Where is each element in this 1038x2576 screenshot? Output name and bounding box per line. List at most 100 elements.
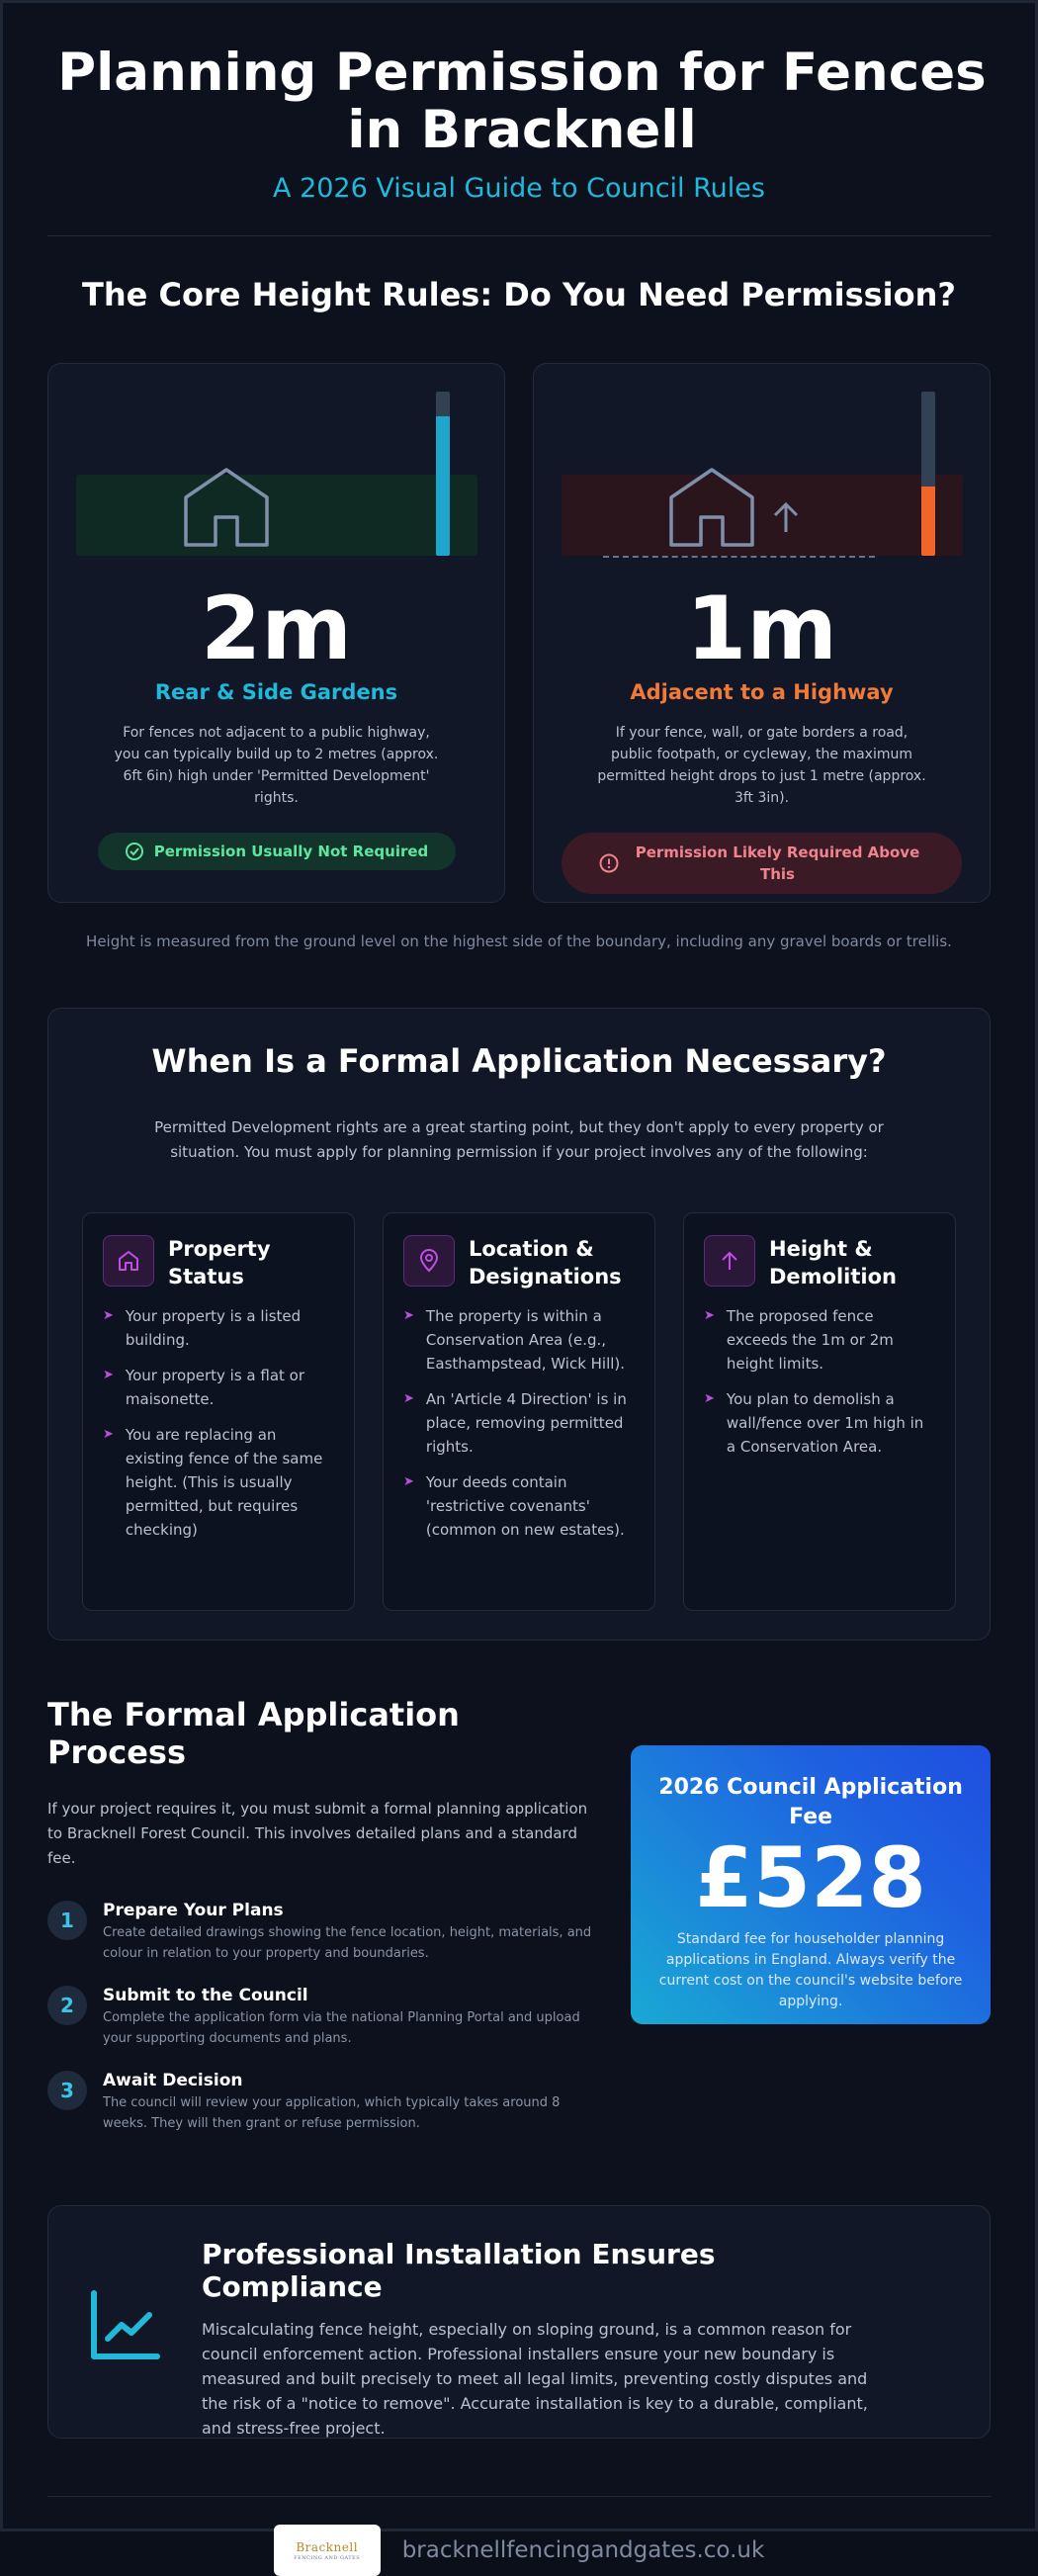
card-description: For fences not adjacent to a public high… bbox=[114, 725, 439, 806]
application-intro: Permitted Development rights are a great… bbox=[154, 1118, 884, 1161]
criteria-location-designations: Location & Designations ➤The property is… bbox=[383, 1212, 655, 1611]
fee-heading: 2026 Council Application Fee bbox=[658, 1775, 963, 1829]
page-title: Planning Permission for Fences in Brackn… bbox=[57, 43, 987, 160]
house-icon bbox=[184, 468, 269, 547]
rear-garden-illustration bbox=[48, 364, 504, 581]
arrow-right-icon: ➤ bbox=[704, 1391, 715, 1406]
criteria-columns: Property Status ➤Your property is a list… bbox=[48, 1212, 990, 1611]
arrow-right-icon: ➤ bbox=[403, 1308, 414, 1323]
icon-box bbox=[704, 1235, 755, 1287]
process-step: 2 Submit to the Council Complete the app… bbox=[47, 1986, 607, 2049]
chart-trend-up-icon bbox=[91, 2290, 160, 2359]
fee-description: Standard fee for householder planning ap… bbox=[658, 1931, 963, 2009]
list-item: ➤Your deeds contain 'restrictive covenan… bbox=[403, 1470, 635, 1542]
status-badge-required: Permission Likely Required Above This bbox=[562, 833, 962, 894]
icon-box bbox=[103, 1235, 154, 1287]
process-steps-panel: The Formal Application Process If your p… bbox=[47, 1696, 607, 2156]
height-value: 2m bbox=[201, 577, 352, 679]
fee-amount: £528 bbox=[695, 1829, 926, 1926]
house-icon bbox=[669, 468, 754, 547]
criteria-height-demolition: Height & Demolition ➤The proposed fence … bbox=[683, 1212, 956, 1611]
compliance-description: Miscalculating fence height, especially … bbox=[202, 2320, 868, 2438]
process-steps: 1 Prepare Your Plans Create detailed dra… bbox=[47, 1901, 607, 2134]
column-heading: Location & Designations bbox=[469, 1237, 622, 1288]
step-number: 2 bbox=[47, 1986, 87, 2025]
header: Planning Permission for Fences in Brackn… bbox=[47, 3, 991, 205]
card-heading: Adjacent to a Highway bbox=[630, 680, 894, 704]
process-lead: If your project requires it, you must su… bbox=[47, 1800, 588, 1867]
highway-zone bbox=[562, 475, 963, 556]
arrow-right-icon: ➤ bbox=[103, 1368, 114, 1382]
criteria-list: ➤Your property is a listed building. ➤Yo… bbox=[103, 1304, 334, 1542]
process-section: The Formal Application Process If your p… bbox=[47, 1696, 991, 2156]
height-rule-cards: 2m Rear & Side Gardens For fences not ad… bbox=[47, 363, 991, 903]
step-description: Create detailed drawings showing the fen… bbox=[103, 1925, 592, 1961]
list-item: ➤Your property is a flat or maisonette. bbox=[103, 1364, 334, 1411]
process-title: The Formal Application Process bbox=[47, 1696, 460, 1771]
compliance-title: Professional Installation Ensures Compli… bbox=[202, 2238, 716, 2303]
rule-card-rear-side: 2m Rear & Side Gardens For fences not ad… bbox=[47, 363, 505, 903]
process-step: 3 Await Decision The council will review… bbox=[47, 2071, 607, 2134]
height-rules-title: The Core Height Rules: Do You Need Permi… bbox=[82, 276, 956, 313]
height-meter bbox=[921, 392, 935, 556]
criteria-list: ➤The proposed fence exceeds the 1m or 2m… bbox=[704, 1304, 935, 1459]
status-badge-label: Permission Likely Required Above This bbox=[635, 844, 920, 883]
fee-card: 2026 Council Application Fee £528 Standa… bbox=[631, 1745, 991, 2024]
step-heading: Submit to the Council bbox=[103, 1986, 308, 2005]
logo-tagline: FENCING AND GATES bbox=[294, 2554, 361, 2561]
criteria-property-status: Property Status ➤Your property is a list… bbox=[82, 1212, 355, 1611]
application-section: When Is a Formal Application Necessary? … bbox=[47, 1008, 991, 1641]
arrow-up-icon bbox=[773, 501, 799, 532]
highway-illustration bbox=[534, 364, 990, 581]
process-step: 1 Prepare Your Plans Create detailed dra… bbox=[47, 1901, 607, 1964]
measurement-note: Height is measured from the ground level… bbox=[86, 933, 952, 950]
step-description: Complete the application form via the na… bbox=[103, 2010, 580, 2046]
map-pin-icon bbox=[419, 1249, 439, 1273]
arrow-right-icon: ➤ bbox=[704, 1308, 715, 1323]
card-description: If your fence, wall, or gate borders a r… bbox=[597, 725, 926, 806]
arrow-right-icon: ➤ bbox=[103, 1308, 114, 1323]
list-item: ➤You are replacing an existing fence of … bbox=[103, 1423, 334, 1542]
step-number: 3 bbox=[47, 2071, 87, 2110]
step-heading: Prepare Your Plans bbox=[103, 1901, 284, 1920]
column-heading: Property Status bbox=[168, 1237, 271, 1288]
garden-zone bbox=[76, 475, 477, 556]
arrow-right-icon: ➤ bbox=[103, 1427, 114, 1442]
rule-card-highway: 1m Adjacent to a Highway If your fence, … bbox=[533, 363, 991, 903]
column-header: Height & Demolition bbox=[704, 1235, 935, 1290]
list-item: ➤Your property is a listed building. bbox=[103, 1304, 334, 1352]
road-line bbox=[603, 556, 875, 558]
list-item: ➤An 'Article 4 Direction' is in place, r… bbox=[403, 1387, 635, 1459]
status-badge-label: Permission Usually Not Required bbox=[153, 843, 429, 860]
application-title: When Is a Formal Application Necessary? bbox=[151, 1042, 887, 1080]
column-header: Property Status bbox=[103, 1235, 334, 1290]
step-description: The council will review your application… bbox=[103, 2095, 561, 2131]
divider bbox=[47, 235, 991, 236]
content: Planning Permission for Fences in Brackn… bbox=[47, 3, 991, 2576]
height-meter-fill bbox=[436, 415, 450, 556]
height-meter bbox=[436, 392, 450, 556]
arrow-right-icon: ➤ bbox=[403, 1391, 414, 1406]
step-heading: Await Decision bbox=[103, 2071, 243, 2090]
icon-box bbox=[403, 1235, 455, 1287]
compliance-text-block: Professional Installation Ensures Compli… bbox=[202, 2238, 874, 2438]
height-meter-fill bbox=[921, 487, 935, 556]
column-header: Location & Designations bbox=[403, 1235, 635, 1290]
list-item: ➤You plan to demolish a wall/fence over … bbox=[704, 1387, 935, 1459]
check-circle-icon bbox=[125, 843, 143, 860]
footer-divider bbox=[47, 2496, 991, 2497]
page-subtitle: A 2026 Visual Guide to Council Rules bbox=[273, 173, 765, 204]
status-badge-not-required: Permission Usually Not Required bbox=[97, 833, 456, 870]
home-icon bbox=[119, 1251, 138, 1271]
website-link[interactable]: bracknellfencingandgates.co.uk bbox=[401, 2537, 765, 2563]
company-logo[interactable]: Bracknell FENCING AND GATES bbox=[273, 2525, 381, 2576]
criteria-list: ➤The property is within a Conservation A… bbox=[403, 1304, 635, 1542]
list-item: ➤The property is within a Conservation A… bbox=[403, 1304, 635, 1376]
footer: Bracknell FENCING AND GATES bracknellfen… bbox=[47, 2525, 991, 2576]
logo-wordmark: Bracknell bbox=[296, 2539, 359, 2554]
column-heading: Height & Demolition bbox=[769, 1237, 897, 1288]
list-item: ➤The proposed fence exceeds the 1m or 2m… bbox=[704, 1304, 935, 1376]
alert-circle-icon bbox=[599, 853, 618, 873]
compliance-section: Professional Installation Ensures Compli… bbox=[47, 2205, 991, 2439]
